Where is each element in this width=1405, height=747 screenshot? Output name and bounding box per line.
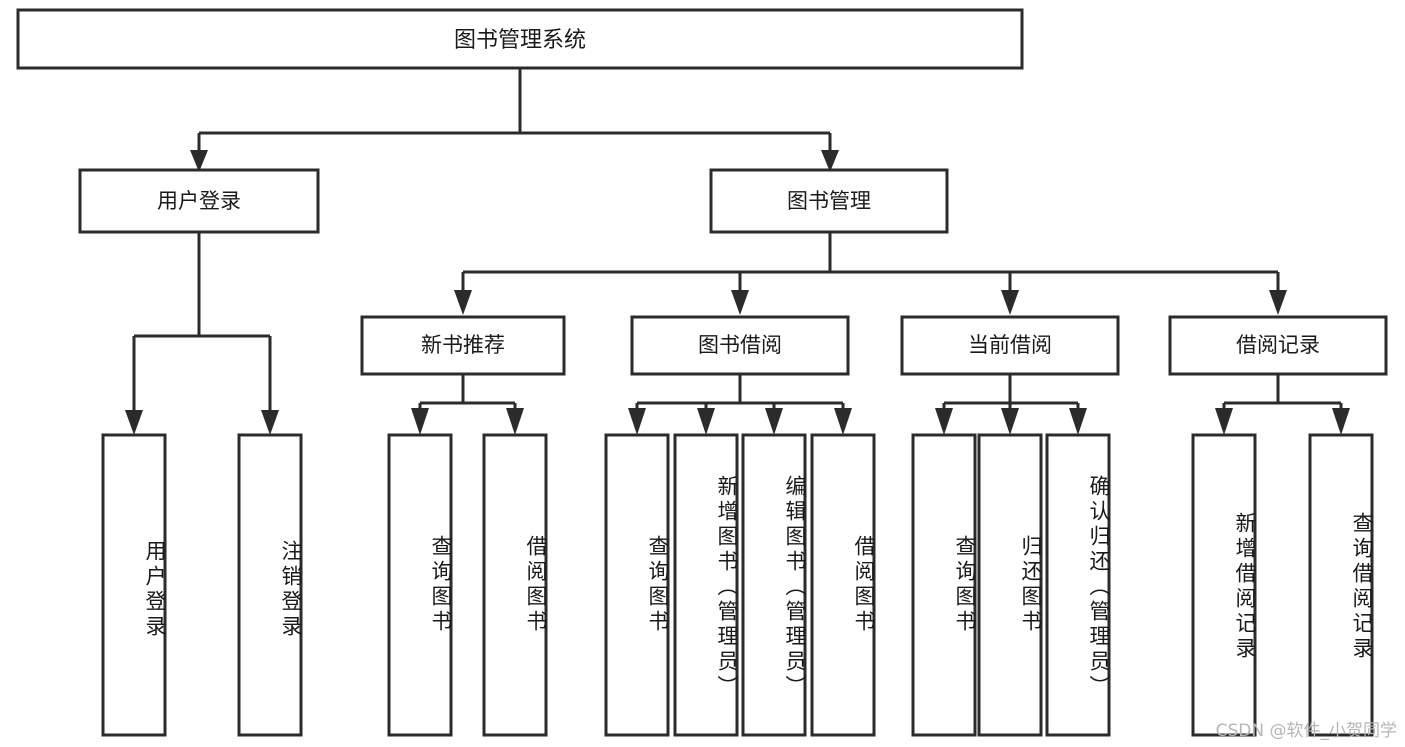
node-leaf-rec-query[interactable] xyxy=(1308,433,1374,737)
arrowhead-record xyxy=(1269,290,1287,315)
connector-group-current xyxy=(935,374,1087,435)
arrowhead-leaf-user-logout xyxy=(261,410,279,435)
node-root[interactable] xyxy=(16,8,1024,70)
node-leaf-user-logout[interactable] xyxy=(237,433,303,737)
node-leaf-bw-add[interactable] xyxy=(673,433,739,737)
arrowhead-new-book xyxy=(454,290,472,315)
node-new-book[interactable] xyxy=(360,315,566,376)
node-book-borrow-label: 图书借阅 xyxy=(698,333,782,357)
node-leaf-bw-query[interactable] xyxy=(604,433,670,737)
arrowhead-borrow xyxy=(731,290,749,315)
csdn-watermark: CSDN @软件_小贺同学 xyxy=(1215,721,1397,741)
arrowhead-nb-leaf2 xyxy=(506,408,524,435)
node-root-label: 图书管理系统 xyxy=(454,28,586,53)
arrowhead-bw-leaf4 xyxy=(834,408,852,435)
node-book-mgmt-label: 图书管理 xyxy=(787,189,871,213)
node-current-borrow[interactable] xyxy=(900,315,1120,376)
arrowhead-bw-leaf1 xyxy=(628,408,646,435)
arrowhead-rec-leaf1 xyxy=(1215,408,1233,435)
node-current-borrow-label: 当前借阅 xyxy=(968,333,1052,357)
connector-group-borrow xyxy=(628,374,852,435)
connector-group-record xyxy=(1215,374,1350,435)
arrowhead-book-mgmt xyxy=(821,150,839,172)
arrowhead-bw-leaf3 xyxy=(765,408,783,435)
arrowhead-nb-leaf1 xyxy=(411,408,429,435)
node-leaf-bw-edit[interactable] xyxy=(741,433,807,737)
node-borrow-record-label: 借阅记录 xyxy=(1236,333,1320,357)
connector-group-new-book xyxy=(411,374,524,435)
arrowhead-bw-leaf2 xyxy=(697,408,715,435)
node-user-login-label: 用户登录 xyxy=(157,189,241,213)
arrowhead-cur-leaf2 xyxy=(1001,408,1019,435)
connector-group-user-login xyxy=(125,232,279,435)
arrowhead-rec-leaf2 xyxy=(1332,408,1350,435)
node-user-login[interactable] xyxy=(78,168,320,234)
node-borrow-record[interactable] xyxy=(1168,315,1388,376)
node-leaf-nb-query[interactable] xyxy=(387,433,453,737)
connector-group-root xyxy=(190,68,839,172)
node-book-mgmt[interactable] xyxy=(709,168,949,234)
node-leaf-rec-add[interactable] xyxy=(1191,433,1257,737)
node-book-borrow[interactable] xyxy=(630,315,850,376)
arrowhead-cur-leaf1 xyxy=(935,408,953,435)
arrowhead-current xyxy=(1001,290,1019,315)
node-leaf-bw-borrow[interactable] xyxy=(810,433,876,737)
arrowhead-leaf-user-login xyxy=(125,410,143,435)
node-leaf-cur-confirm[interactable] xyxy=(1045,433,1111,737)
node-leaf-cur-return[interactable] xyxy=(977,433,1043,737)
node-leaf-user-login[interactable] xyxy=(101,433,167,737)
node-leaf-nb-borrow[interactable] xyxy=(482,433,548,737)
arrowhead-cur-leaf3 xyxy=(1069,408,1087,435)
node-new-book-label: 新书推荐 xyxy=(421,333,505,357)
node-leaf-cur-query[interactable] xyxy=(911,433,977,737)
connector-group-book-mgmt xyxy=(454,232,1287,315)
arrowhead-user-login xyxy=(190,150,208,172)
